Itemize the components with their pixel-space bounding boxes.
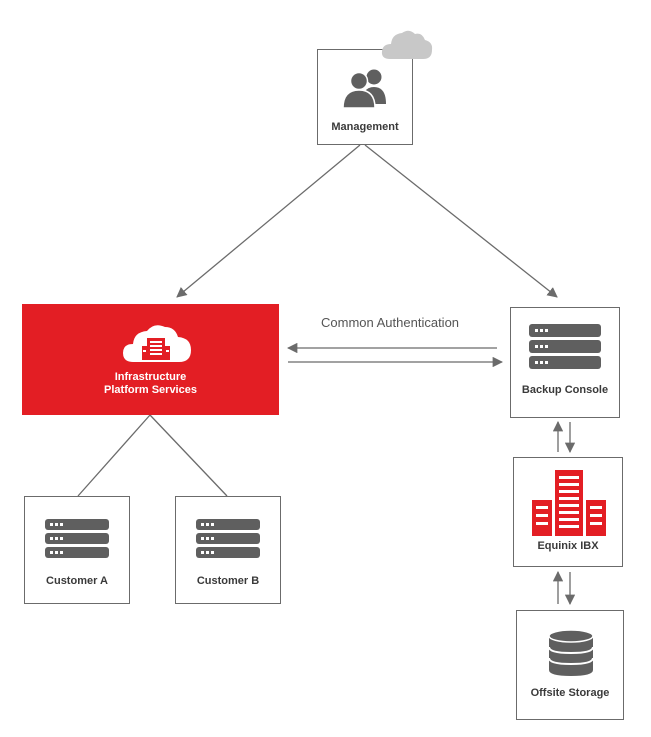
customer-b-node: Customer B bbox=[175, 496, 281, 604]
platform-label-line2: Platform Services bbox=[104, 384, 197, 396]
customer-a-label: Customer A bbox=[46, 575, 108, 587]
users-icon bbox=[342, 69, 386, 109]
customer-a-node: Customer A bbox=[24, 496, 130, 604]
cloud-icon bbox=[381, 30, 433, 59]
equinix-ibx-node: Equinix IBX bbox=[513, 457, 623, 567]
management-label: Management bbox=[331, 121, 399, 133]
edge-platform-to-customer-b bbox=[149, 414, 228, 497]
offsite-storage-node: Offsite Storage bbox=[516, 610, 624, 720]
edge-platform-to-customer-a bbox=[77, 414, 151, 497]
building-icon bbox=[532, 470, 606, 536]
edge-management-to-backup-console bbox=[364, 144, 558, 298]
management-node: Management bbox=[317, 49, 413, 145]
backup-console-label: Backup Console bbox=[521, 384, 609, 396]
platform-label-line1: Infrastructure bbox=[114, 371, 187, 383]
offsite-storage-label: Offsite Storage bbox=[530, 687, 610, 699]
backup-console-node: Backup Console bbox=[510, 307, 620, 418]
platform-services-node: Infrastructure Platform Services bbox=[22, 304, 279, 415]
server-icon bbox=[45, 519, 109, 558]
equinix-ibx-label: Equinix IBX bbox=[537, 540, 599, 552]
cloud-building-icon bbox=[123, 325, 191, 362]
common-authentication-label: Common Authentication bbox=[321, 315, 460, 330]
server-icon bbox=[196, 519, 260, 558]
customer-b-label: Customer B bbox=[196, 575, 260, 587]
edge-management-to-platform bbox=[176, 144, 361, 298]
server-icon bbox=[529, 324, 601, 369]
database-icon bbox=[548, 629, 594, 676]
